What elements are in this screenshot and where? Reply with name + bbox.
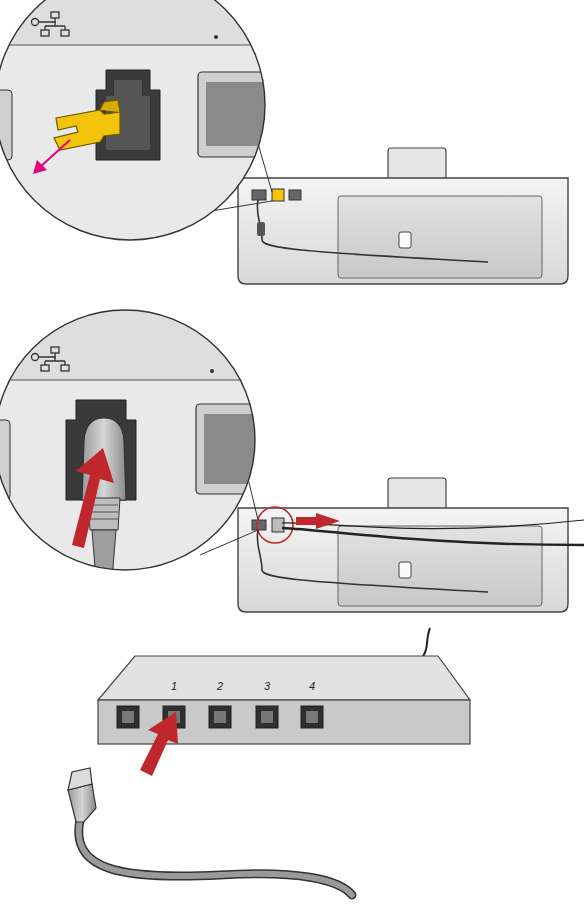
port-number: 1 xyxy=(171,681,177,692)
port-number: 3 xyxy=(264,681,270,692)
plug-closeup xyxy=(0,300,280,580)
printer-rear xyxy=(238,148,568,284)
port-closeup xyxy=(0,0,280,250)
printer-rear xyxy=(238,478,584,612)
port-number: 2 xyxy=(217,681,223,692)
ethernet-cable xyxy=(68,768,352,895)
port-number: 4 xyxy=(309,681,315,692)
